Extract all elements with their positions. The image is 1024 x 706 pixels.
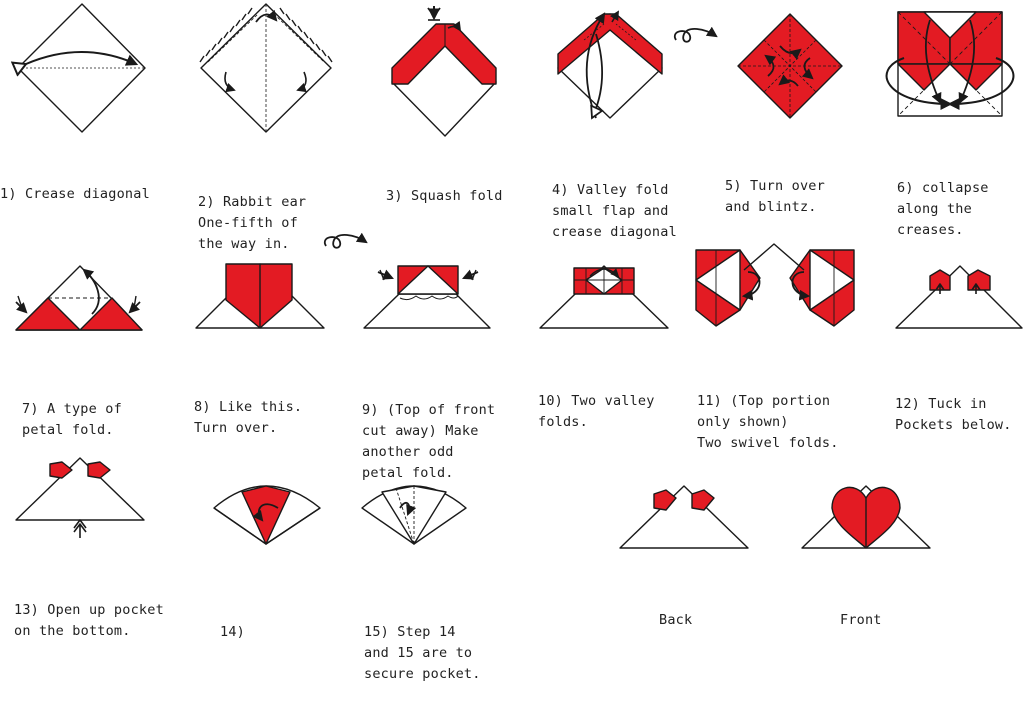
step-8-figure (195, 263, 325, 329)
step-12-figure (895, 265, 1023, 329)
step-3-figure (391, 6, 497, 137)
step-2-figure (199, 3, 333, 133)
step-15-figure (361, 485, 467, 545)
result-back-caption: Back (659, 612, 693, 628)
step-4-figure (557, 10, 663, 118)
step-10-figure (539, 265, 669, 329)
turn-over-icon (323, 232, 368, 249)
result-front-figure (801, 485, 931, 549)
origami-diagram (0, 3, 1023, 549)
step-1-caption: 1) Crease diagonal (0, 186, 150, 202)
step-5-figure (737, 13, 843, 119)
step-14-caption: 14) (220, 624, 245, 640)
step-1-figure (18, 3, 146, 133)
result-front-caption: Front (840, 612, 882, 628)
step-11-figure (695, 243, 855, 327)
step-14-figure (213, 485, 321, 545)
turn-over-icon (673, 26, 718, 43)
step-3-caption: 3) Squash fold (386, 188, 503, 204)
step-6-figure (885, 11, 1015, 117)
result-back-figure (619, 485, 749, 549)
step-13-figure (15, 457, 145, 538)
step-9-figure (363, 265, 491, 329)
step-8-caption: 8) Like this.Turn over. (194, 399, 303, 436)
step-7-figure (15, 265, 143, 331)
